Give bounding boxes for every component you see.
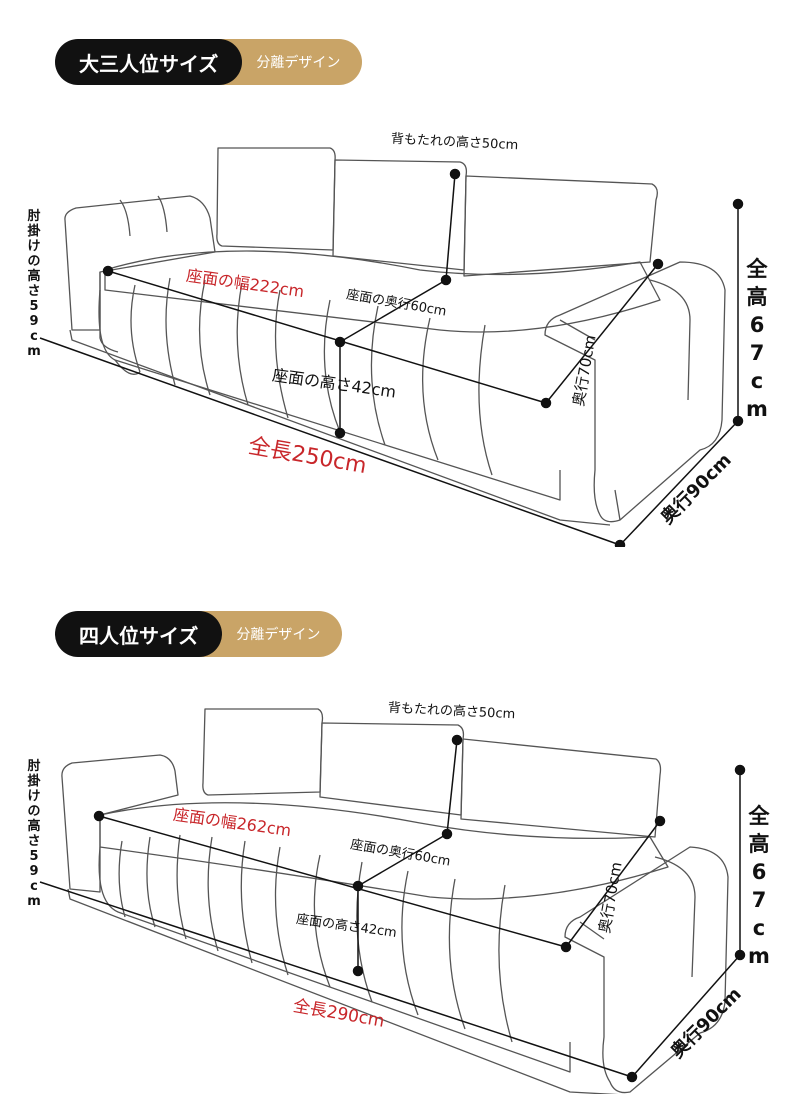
- total-height-label: 全高67cm: [746, 257, 768, 421]
- armrest-height-label: 肘掛けの高さ59cm: [27, 759, 41, 909]
- section-title: 四人位サイズ: [55, 611, 223, 657]
- section-three-seater: 大三人位サイズ 分離デザイン: [27, 39, 768, 547]
- armrest-height-label: 肘掛けの高さ59cm: [27, 209, 41, 359]
- sofa-drawing: [39, 147, 744, 547]
- section-four-seater: 四人位サイズ 分離デザイン: [0, 547, 790, 1094]
- total-height-label: 全高67cm: [748, 804, 770, 968]
- title-pill: 大三人位サイズ 分離デザイン: [55, 39, 363, 85]
- title-pill: 四人位サイズ 分離デザイン: [55, 611, 343, 657]
- section-title: 大三人位サイズ: [55, 39, 243, 85]
